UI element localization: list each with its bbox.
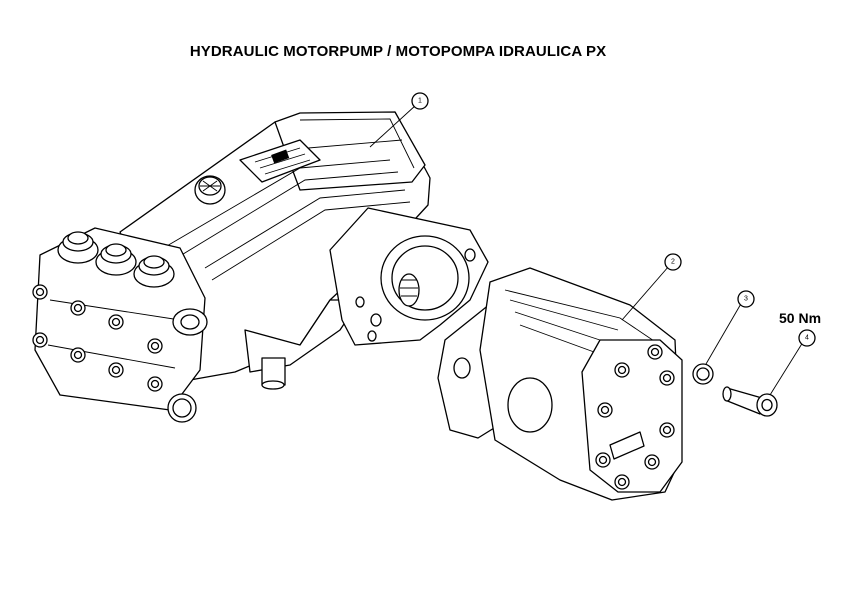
washer-part-3 [692,363,714,385]
callout-number-1: 1 [418,98,422,105]
plunger-pump-part-1 [32,111,489,423]
torque-spec-label: 50 Nm [779,310,822,326]
gear-pump-part-2 [437,267,683,501]
callout-number-3: 3 [744,296,748,303]
drawing-title: HYDRAULIC MOTORPUMP / MOTOPOMPA IDRAULIC… [189,43,607,60]
callout-4: 4 [769,329,816,396]
callout-number-4: 4 [805,335,809,342]
callout-2: 2 [621,253,682,321]
callout-1: 1 [369,92,429,148]
callout-3: 3 [705,290,755,365]
callout-number-2: 2 [671,259,675,266]
screw-part-4 [722,386,778,417]
